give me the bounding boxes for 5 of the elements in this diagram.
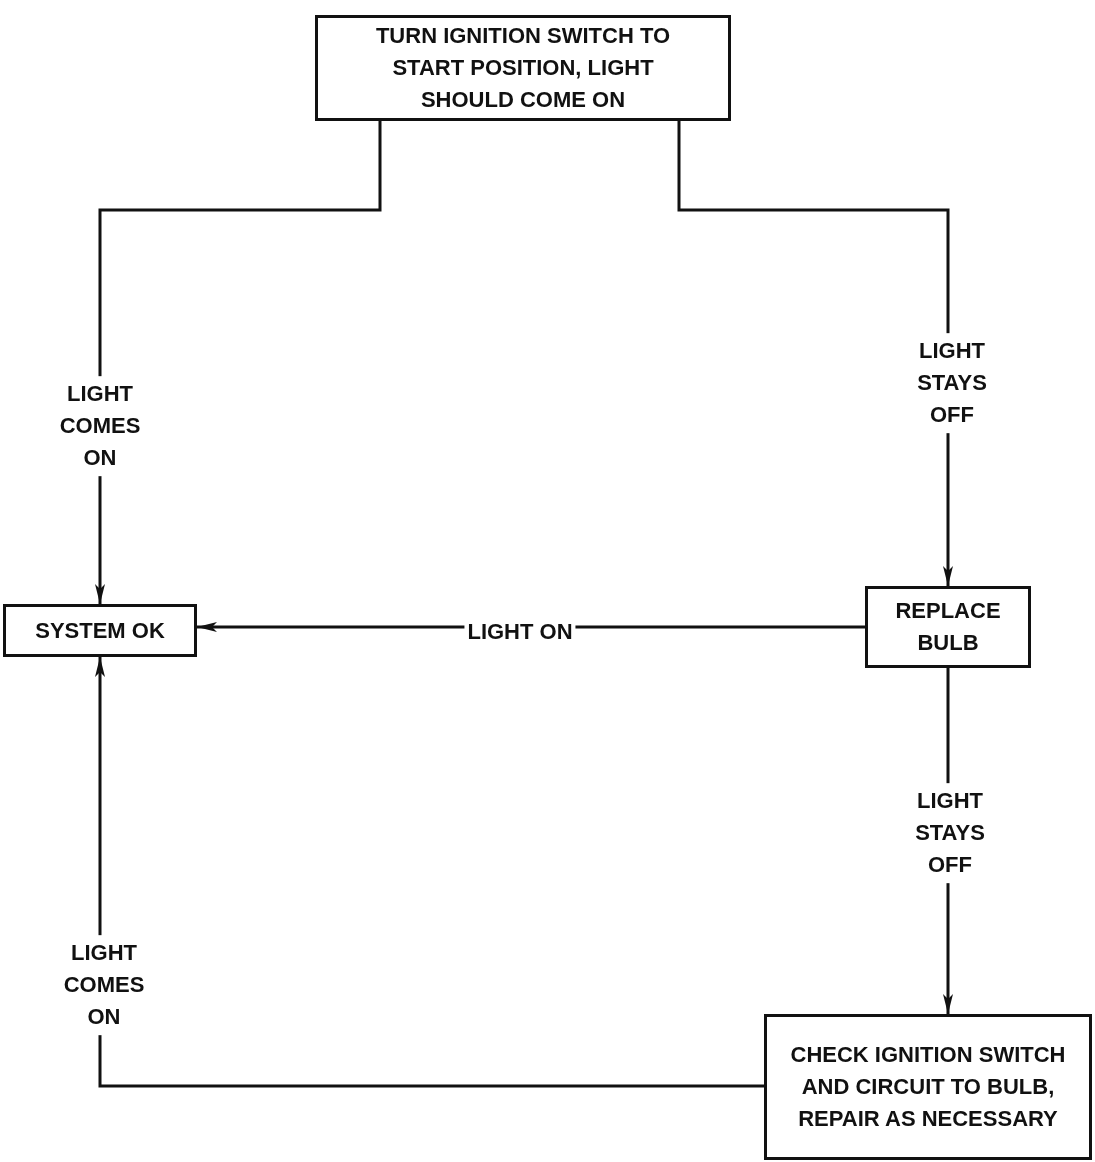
process-box: TURN IGNITION SWITCH TO START POSITION, LIGHT SHOULD COME ON: [315, 15, 731, 121]
process-box: SYSTEM OK: [3, 604, 197, 657]
arrow: [95, 657, 764, 1088]
process-box: REPLACE BULB: [865, 586, 1031, 668]
process-box: CHECK IGNITION SWITCH AND CIRCUIT TO BULB, REPAIR AS NECESSARY: [764, 1014, 1092, 1160]
